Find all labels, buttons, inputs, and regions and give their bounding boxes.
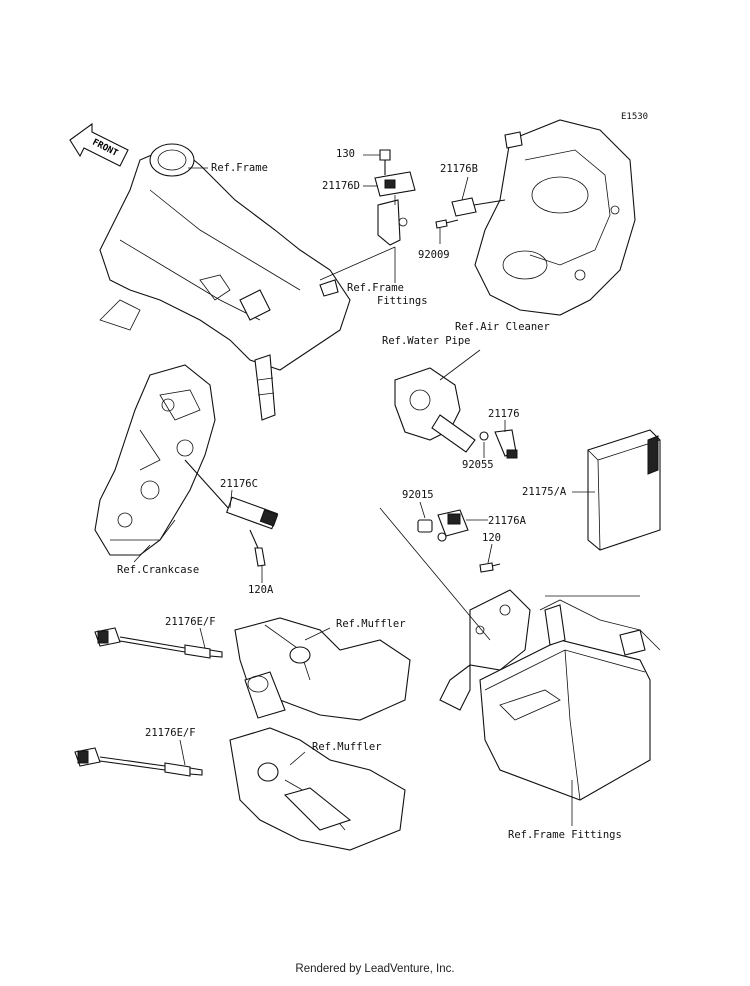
ref-water-pipe-label: Ref.Water Pipe xyxy=(382,335,471,347)
part-120-label[interactable]: 120 xyxy=(482,532,501,544)
part-92009-label[interactable]: 92009 xyxy=(418,249,450,261)
part-21175A-label[interactable]: 21175/A xyxy=(522,486,567,498)
air-cleaner-drawing xyxy=(474,119,636,316)
ref-frame-fittings-bottom-label: Ref.Frame Fittings xyxy=(508,829,622,841)
frame-drawing xyxy=(99,143,351,421)
muffler-upper-drawing xyxy=(234,617,411,721)
sensor-21176B-drawing xyxy=(435,197,506,229)
part-21176C-label[interactable]: 21176C xyxy=(220,478,258,490)
ecu-21175A-drawing xyxy=(587,429,661,551)
water-pipe-drawing xyxy=(394,367,518,459)
o2-sensor-upper-drawing xyxy=(94,627,223,659)
muffler-lower-drawing xyxy=(229,727,406,851)
footer-credit: Rendered by LeadVenture, Inc. xyxy=(295,963,455,975)
ref-muffler-label-1: Ref.Muffler xyxy=(336,618,406,630)
part-21176EF-label-2[interactable]: 21176E/F xyxy=(145,727,196,739)
part-92015-label[interactable]: 92015 xyxy=(402,489,434,501)
crankcase-drawing xyxy=(94,364,216,556)
ref-crankcase-label: Ref.Crankcase xyxy=(117,564,200,576)
sensor-21176C-drawing xyxy=(184,459,279,567)
ref-air-cleaner-label: Ref.Air Cleaner xyxy=(455,321,550,333)
part-130-label[interactable]: 130 xyxy=(336,148,355,160)
leader-lines xyxy=(133,154,640,826)
o2-sensor-lower-drawing xyxy=(74,747,203,777)
sensor-21176D-drawing xyxy=(374,149,416,246)
part-120A-label[interactable]: 120A xyxy=(248,584,274,596)
part-21176B-label[interactable]: 21176B xyxy=(440,163,478,175)
ref-frame-fittings-top-label-2: Fittings xyxy=(377,295,428,307)
part-21176EF-label-1[interactable]: 21176E/F xyxy=(165,616,216,628)
ref-frame-label: Ref.Frame xyxy=(211,162,268,174)
front-arrow-icon: FRONT xyxy=(69,122,129,167)
part-21176A-label[interactable]: 21176A xyxy=(488,515,526,527)
battery-box-drawing xyxy=(439,589,661,801)
ref-muffler-label-2: Ref.Muffler xyxy=(312,741,382,753)
part-21176D-label[interactable]: 21176D xyxy=(322,180,360,192)
sensor-21176A-drawing xyxy=(417,509,501,573)
ref-frame-fittings-top-label-1: Ref.Frame xyxy=(347,282,404,294)
part-92055-label[interactable]: 92055 xyxy=(462,459,494,471)
part-21176-label[interactable]: 21176 xyxy=(488,408,520,420)
diagram-code: E1530 xyxy=(621,112,649,122)
